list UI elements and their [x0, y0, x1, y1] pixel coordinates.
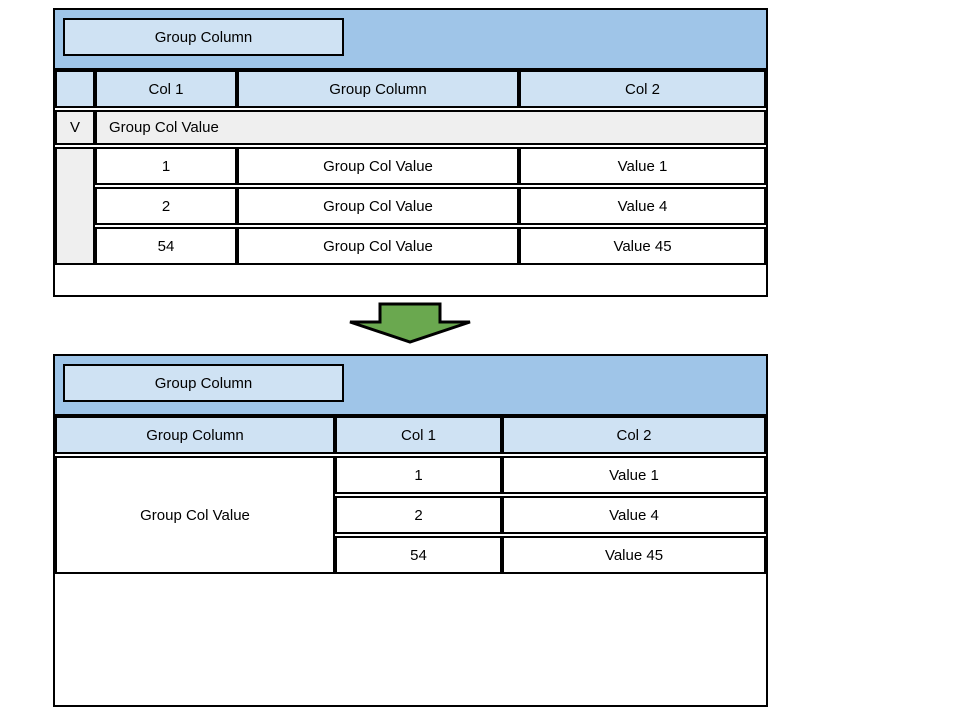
before-row3-col1: 54 [95, 227, 237, 265]
after-header-col2: Col 2 [502, 416, 766, 454]
transform-arrow [345, 300, 475, 346]
after-row2-col1: 2 [335, 496, 502, 534]
before-row1-group: Group Col Value [237, 147, 519, 185]
before-group-value-row: Group Col Value [95, 110, 766, 145]
before-table-title-band: Group Column [55, 10, 766, 70]
after-row3-col1: 54 [335, 536, 502, 574]
after-table-title-band: Group Column [55, 356, 766, 416]
after-header-group-column: Group Column [55, 416, 335, 454]
before-row2-col2: Value 4 [519, 187, 766, 225]
before-row3-group: Group Col Value [237, 227, 519, 265]
after-table: Group Column Group Column Col 1 Col 2 Gr… [53, 354, 768, 707]
after-row2-col2: Value 4 [502, 496, 766, 534]
before-row2-group: Group Col Value [237, 187, 519, 225]
after-group-column-chip: Group Column [63, 364, 344, 402]
before-row2-col1: 2 [95, 187, 237, 225]
before-header-col1: Col 1 [95, 70, 237, 108]
down-arrow-icon [349, 302, 471, 344]
before-header-col2: Col 2 [519, 70, 766, 108]
before-header-spacer-cell [55, 70, 95, 108]
after-group-value-cell: Group Col Value [55, 456, 335, 574]
after-row1-col2: Value 1 [502, 456, 766, 494]
after-header-col1: Col 1 [335, 416, 502, 454]
before-group-gutter-cell [55, 147, 95, 265]
before-row1-col1: 1 [95, 147, 237, 185]
after-group-column-chip-label: Group Column [154, 374, 253, 392]
before-header-group-column: Group Column [237, 70, 519, 108]
before-row1-col2: Value 1 [519, 147, 766, 185]
before-table-grid: Col 1 Group Column Col 2 V Group Col Val… [55, 70, 766, 265]
before-group-column-chip: Group Column [63, 18, 344, 56]
before-table: Group Column Col 1 Group Column Col 2 V … [53, 8, 768, 297]
before-row3-col2: Value 45 [519, 227, 766, 265]
before-group-column-chip-label: Group Column [154, 28, 253, 46]
after-table-grid: Group Column Col 1 Col 2 Group Col Value… [55, 416, 766, 574]
before-group-marker-cell: V [55, 110, 95, 145]
after-row1-col1: 1 [335, 456, 502, 494]
after-row3-col2: Value 45 [502, 536, 766, 574]
